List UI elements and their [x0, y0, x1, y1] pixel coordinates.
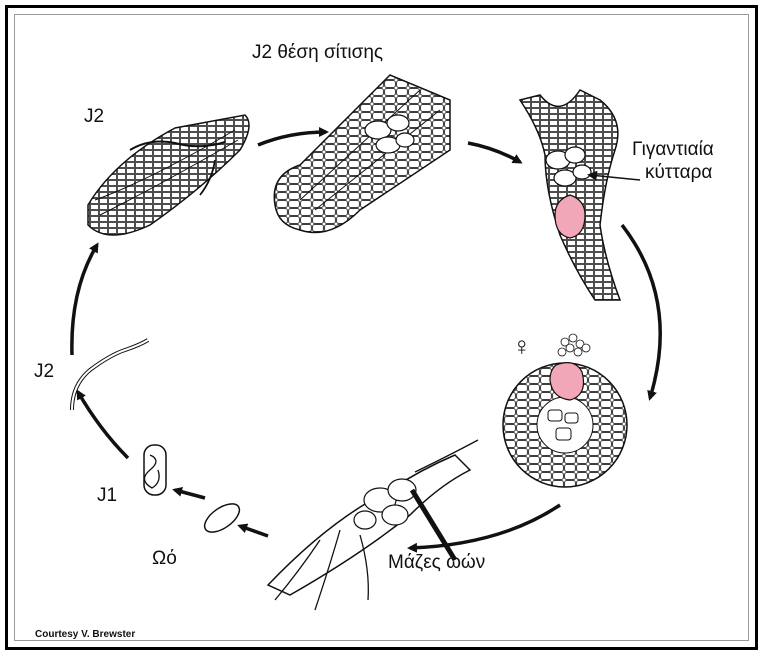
- arrow-egg-to-j1: [175, 490, 205, 498]
- label-giant-cells-line1: Γιγαντιαία: [632, 140, 714, 159]
- label-credit: Courtesy V. Brewster: [35, 630, 135, 640]
- label-egg: Ωό: [152, 549, 177, 568]
- label-egg-masses: Μάζες ωών: [388, 553, 485, 572]
- root-with-j2-illustration: [88, 115, 249, 235]
- label-j2-feeding-site: J2 θέση σίτισης: [252, 43, 383, 62]
- label-j2-top: J2: [84, 107, 104, 126]
- arrow-j1-to-j2: [78, 392, 128, 458]
- egg-masses-illustration: [268, 440, 478, 610]
- giant-cells-illustration: [520, 90, 640, 300]
- j1-illustration: [144, 445, 166, 495]
- label-j1: J1: [97, 486, 117, 505]
- arrow-giant-cells-to-female: [622, 225, 660, 398]
- label-giant-cells-line2: κύτταρα: [645, 163, 712, 182]
- egg-illustration: [200, 498, 244, 537]
- label-female-symbol: ♀: [512, 333, 532, 359]
- arrow-j2-to-feeding-site: [258, 132, 326, 145]
- arrow-j2-to-root: [72, 245, 97, 355]
- label-j2-left: J2: [34, 362, 54, 381]
- arrow-egg-masses-to-egg: [240, 526, 268, 536]
- feeding-site-illustration: [274, 75, 450, 233]
- arrow-feeding-site-to-giant-cells: [468, 143, 520, 162]
